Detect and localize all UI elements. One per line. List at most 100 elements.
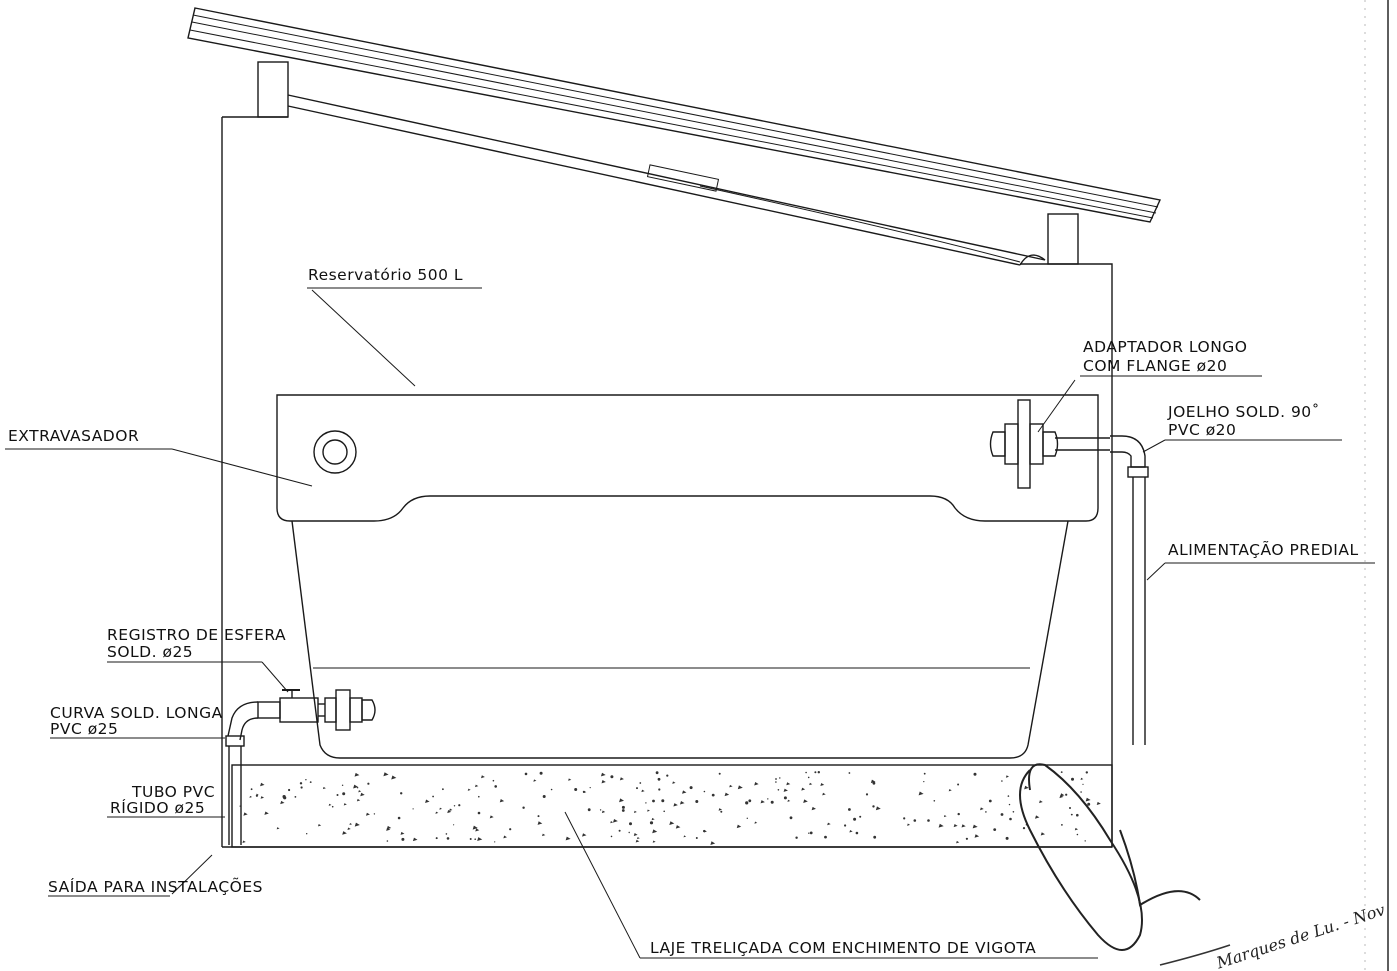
slab-speck xyxy=(923,781,925,783)
slab-speck xyxy=(309,781,312,783)
slab-speck xyxy=(328,803,332,806)
housing xyxy=(221,116,1113,847)
slab-speck xyxy=(358,790,362,793)
slab-speck xyxy=(1096,801,1101,806)
slab-speck xyxy=(679,800,685,805)
slab-speck xyxy=(1085,797,1091,802)
slab-speck xyxy=(661,799,665,803)
slab-speck xyxy=(601,810,606,814)
slab-speck xyxy=(619,798,625,803)
slab-speck xyxy=(777,789,780,791)
labels: Reservatório 500 L EXTRAVASADOR ADAPTADO… xyxy=(8,266,1358,957)
slab-speck xyxy=(683,835,687,838)
slab-speck xyxy=(294,796,297,798)
label-extravasador: EXTRAVASADOR xyxy=(8,427,139,445)
leader-lines xyxy=(5,287,1375,959)
slab-speck xyxy=(354,772,360,777)
slab-speck xyxy=(814,771,817,774)
slab-speck xyxy=(601,780,606,784)
slab-speck xyxy=(347,827,351,831)
slab-speck xyxy=(641,789,645,793)
slab-speck xyxy=(872,805,875,808)
slab-speck xyxy=(645,802,647,804)
slab-speck xyxy=(974,834,980,838)
slab-speck xyxy=(412,808,414,810)
slab-speck xyxy=(720,810,723,813)
slab-speck xyxy=(711,793,715,797)
slab-speck xyxy=(1076,833,1079,836)
slab-speck xyxy=(933,800,936,802)
slab-speck xyxy=(956,840,960,844)
slab-speck xyxy=(449,808,453,811)
slab-speck xyxy=(675,825,681,829)
handwritten-signature: Marques de Lu. - Nov xyxy=(1019,763,1387,971)
slab-speck xyxy=(985,811,987,813)
slab-speck xyxy=(299,782,303,785)
slab-speck xyxy=(817,771,820,774)
slab-speck xyxy=(1040,832,1046,836)
slab-speck xyxy=(853,817,857,821)
slab-speck xyxy=(494,841,496,843)
slab-speck xyxy=(401,837,405,841)
slab-speck xyxy=(628,831,630,834)
slab-speck xyxy=(657,777,661,781)
water-tank xyxy=(276,394,1099,759)
slab-speck xyxy=(1071,777,1074,781)
solar-panel xyxy=(187,7,1162,223)
slab-speck xyxy=(621,809,625,812)
slab-speck xyxy=(360,792,365,797)
slab-speck xyxy=(848,772,851,774)
slab-speck xyxy=(745,801,749,805)
slab-speck xyxy=(872,781,876,785)
slab-speck xyxy=(260,782,265,787)
slab-speck xyxy=(331,805,334,808)
slab-speck xyxy=(539,771,543,775)
slab-speck xyxy=(1012,811,1015,813)
slab-speck xyxy=(467,788,471,791)
slab-speck xyxy=(565,836,571,841)
slab-speck xyxy=(1009,817,1012,821)
slab-speck xyxy=(589,787,591,789)
slab-speck xyxy=(524,772,528,776)
label-registro-1: REGISTRO DE ESFERA xyxy=(107,626,286,644)
slab-speck xyxy=(542,795,546,798)
slab-speck xyxy=(243,812,248,816)
slab-speck xyxy=(386,840,389,842)
slab-speck xyxy=(953,824,958,828)
slab-speck xyxy=(453,824,455,826)
slab-speck xyxy=(775,778,777,780)
slab-speck xyxy=(1022,827,1026,830)
slab-speck xyxy=(618,829,621,832)
slab-speck xyxy=(1008,803,1011,806)
slab-speck xyxy=(336,794,339,796)
label-laje: LAJE TRELIÇADA COM ENCHIMENTO DE VIGOTA xyxy=(650,939,1036,957)
slab-speck xyxy=(317,823,322,827)
signature-text: Marques de Lu. - Nov xyxy=(1213,900,1387,971)
slab-speck xyxy=(522,806,525,809)
slab-speck xyxy=(827,822,831,826)
slab-speck xyxy=(724,792,730,797)
slab-speck xyxy=(568,778,572,781)
slab-speck xyxy=(993,828,997,831)
slab-speck xyxy=(808,832,810,834)
slab-speck xyxy=(737,785,743,790)
slab-speck xyxy=(349,822,353,826)
slab-speck xyxy=(663,810,665,813)
slab-speck xyxy=(249,795,253,798)
elbow-feed-pipe xyxy=(1110,435,1149,745)
slab-speck xyxy=(718,772,721,775)
slab-speck xyxy=(621,805,625,809)
slab-speck xyxy=(873,835,877,839)
slab-speck xyxy=(475,828,480,832)
slab-speck xyxy=(870,779,876,784)
slab-speck xyxy=(1005,775,1010,778)
slab-speck xyxy=(943,814,947,818)
slab-speck xyxy=(583,790,587,793)
slab-speck xyxy=(425,799,430,804)
label-curva-1: CURVA SOLD. LONGA xyxy=(50,704,223,722)
slab-speck xyxy=(412,837,418,842)
slab-speck xyxy=(965,837,969,840)
slab-speck xyxy=(499,799,505,803)
label-curva-2: PVC ø25 xyxy=(50,720,118,738)
